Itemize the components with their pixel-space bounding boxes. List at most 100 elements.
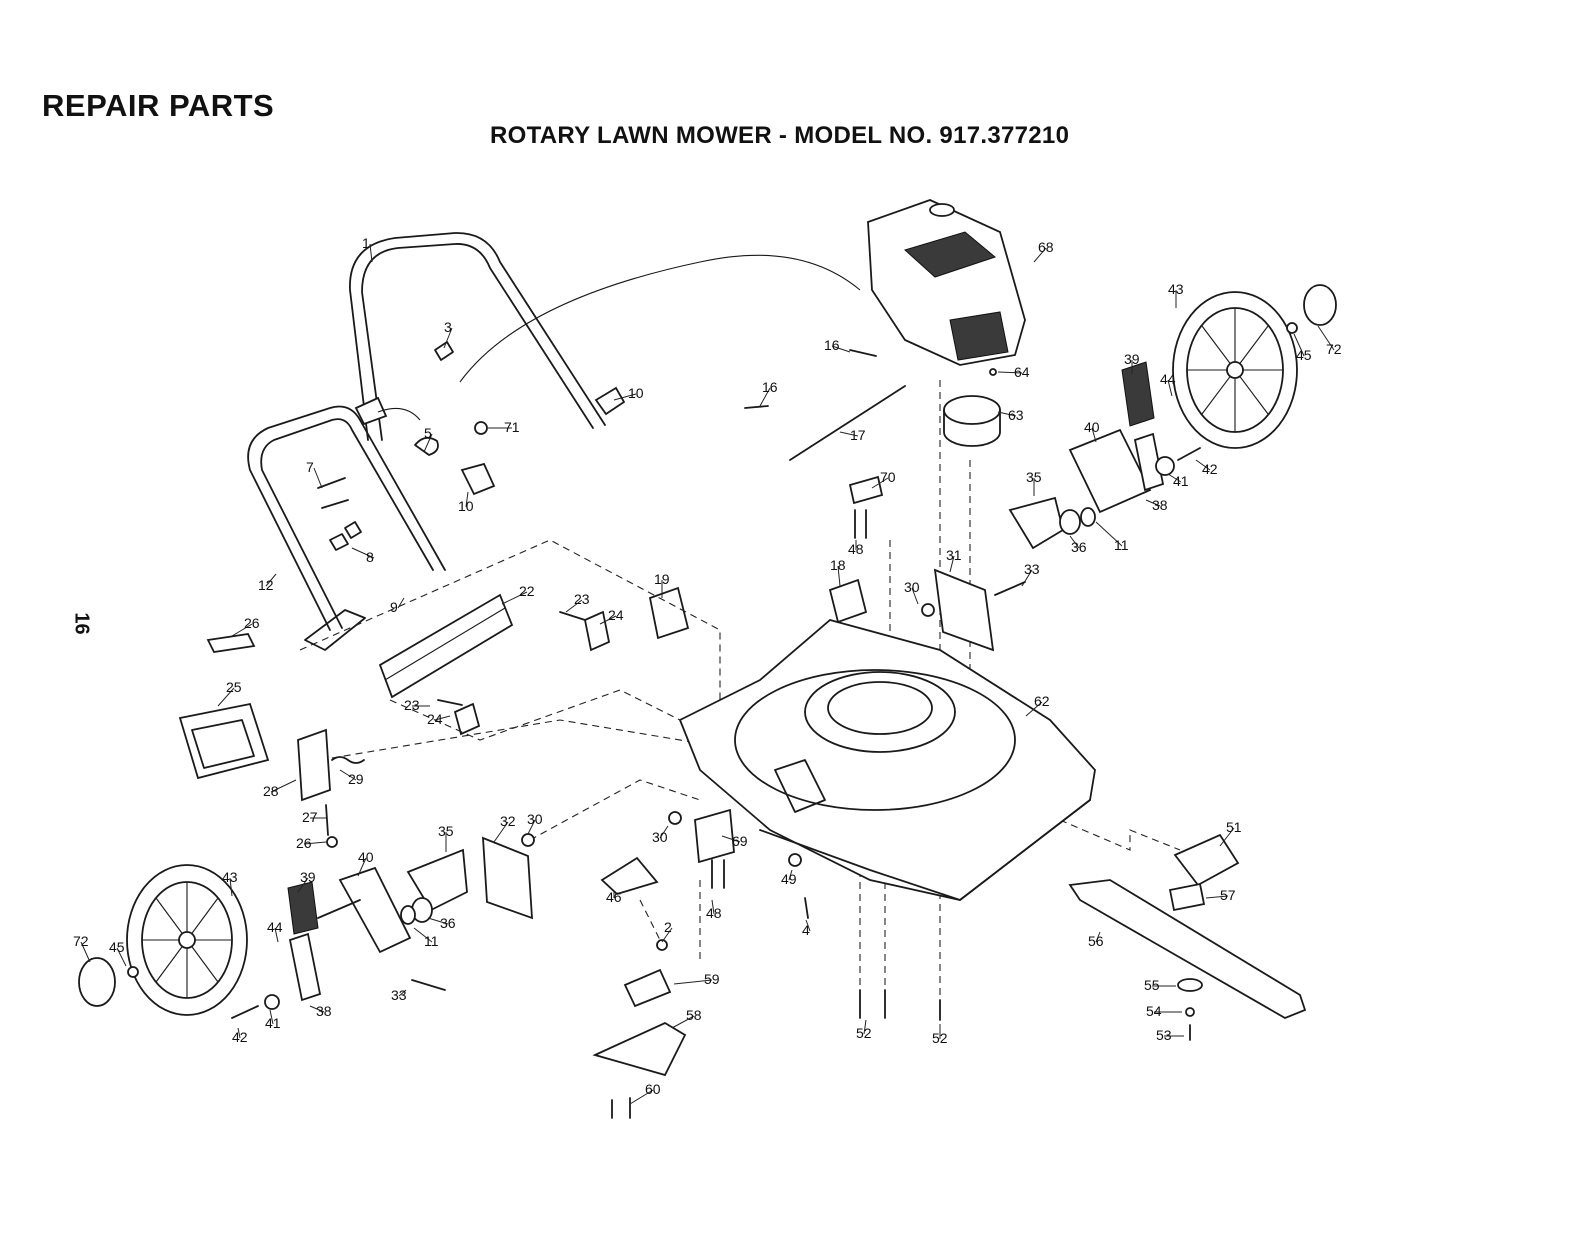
- callout-leader-spring-29: [339, 769, 357, 781]
- callout-leader-deck: [1025, 701, 1043, 717]
- callout-label-label: 26: [244, 615, 260, 631]
- callout-leader-cable-clip: [423, 433, 433, 453]
- adjuster-bracket-right: [1133, 432, 1165, 492]
- height-adjuster-left: [287, 881, 319, 935]
- callout-label-blade-bolt: 53: [1156, 1027, 1172, 1043]
- callout-label-screw-33-right: 33: [1024, 561, 1040, 577]
- engine-screw: [989, 368, 997, 376]
- callout-label-screw-upper: 16: [824, 337, 840, 353]
- adjuster-bracket-left: [288, 932, 322, 1002]
- chute-plug: [600, 856, 659, 896]
- control-cable: [377, 407, 421, 421]
- callout-leader-hubcap-left: [80, 941, 91, 963]
- callout-leader-screw-lower: [759, 387, 771, 407]
- callout-label-rear-wheel: 43: [1168, 281, 1184, 297]
- washer-left: [264, 994, 280, 1010]
- axle-left: [317, 899, 361, 919]
- cable-clip-5: [414, 436, 439, 456]
- engine-cap: [929, 203, 955, 217]
- screw-33-right: [994, 581, 1026, 596]
- callout-label-grass-bag-frame: 25: [226, 679, 242, 695]
- callout-leader-engine-adapter: [997, 411, 1017, 417]
- engine-control-cable: [459, 254, 861, 383]
- callout-leader-adjuster-bracket-left: [309, 1005, 325, 1013]
- axle-plate-left: [482, 836, 533, 920]
- assembly-line-handle: [319, 719, 801, 761]
- callout-leader-engine-screw: [997, 371, 1023, 374]
- callout-label-wheel-nut-left: 45: [109, 939, 125, 955]
- wheel-nut-right: [1286, 322, 1298, 334]
- callout-leader-spring-left: [274, 927, 279, 943]
- callout-label-height-adjuster-left: 39: [300, 869, 316, 885]
- callout-leader-engine: [1033, 247, 1047, 263]
- callout-label-engine-adapter: 63: [1008, 407, 1024, 423]
- callout-leader-handle-mount: [270, 779, 297, 793]
- callout-leader-upper-handle: [369, 243, 373, 263]
- callout-label-handle-knob-lower: 10: [458, 498, 474, 514]
- callout-label-hinge-24-lower: 24: [427, 711, 443, 727]
- height-plate-right: [1068, 428, 1152, 514]
- bracket-69: [694, 808, 735, 864]
- callout-leader-lower-handle: [265, 573, 277, 587]
- callout-leader-handle-bolt: [313, 467, 323, 489]
- callout-leader-wheel-nut-right: [1293, 333, 1305, 357]
- callout-label-bracket: 70: [880, 469, 896, 485]
- callout-leader-washer-right: [1167, 473, 1182, 483]
- washer-11-right: [1080, 507, 1096, 527]
- assembly-line-rear: [299, 539, 721, 700]
- page-title: REPAIR PARTS: [42, 88, 275, 123]
- callout-label-ratchet-left: 35: [438, 823, 454, 839]
- blade-adapter: [1173, 833, 1240, 887]
- lower-handle: [247, 405, 446, 631]
- callout-leader-key: [1205, 895, 1229, 899]
- nut-71: [474, 421, 488, 435]
- pin-4: [804, 897, 809, 919]
- engine-cylinder: [949, 311, 1009, 361]
- hubcap-right: [1303, 284, 1337, 326]
- handle-bolt: [317, 477, 346, 489]
- callout-label-pin-27: 27: [302, 809, 318, 825]
- engine-shroud-grille: [904, 231, 997, 278]
- washer-right: [1155, 456, 1175, 476]
- rear-wheel-left-hub: [178, 931, 196, 949]
- callout-label-wheel-bolt-left: 42: [232, 1029, 248, 1045]
- callout-leader-deck-bolt-left: [863, 1019, 867, 1035]
- callout-label-throttle-rod: 17: [850, 427, 866, 443]
- handle-knob-upper: [594, 386, 626, 416]
- callout-leader-hinge-24-lower: [434, 715, 451, 721]
- callout-leader-spring-right: [1167, 379, 1173, 397]
- throttle-rod: [789, 385, 906, 461]
- callout-label-adjuster-bracket-right: 38: [1152, 497, 1168, 513]
- callout-label-cable-clip: 5: [424, 425, 432, 441]
- callout-label-deflector-bracket: 59: [704, 971, 720, 987]
- hinge-bracket-19: [648, 586, 690, 640]
- screw-33-left: [411, 979, 446, 991]
- callout-label-deflector-screws: 60: [645, 1081, 661, 1097]
- callout-label-nut-49: 49: [781, 871, 797, 887]
- engine-adapter-body: [943, 409, 1001, 447]
- callout-leader-wheel-bolt-left: [237, 1027, 241, 1039]
- cable-clip: [434, 341, 454, 361]
- callout-leader-axle-plate-right: [949, 555, 955, 573]
- callout-leader-nut-30-right: [911, 587, 919, 605]
- callout-leader-handle-bracket: [397, 597, 405, 609]
- callout-leader-wheel-bolt-right: [1195, 459, 1211, 471]
- wheel-bolt-left: [231, 1005, 259, 1019]
- callout-leader-nut-49: [788, 869, 793, 881]
- blade-washer: [1177, 978, 1203, 992]
- callout-label-bolt-23-upper: 23: [574, 591, 590, 607]
- callout-label-wheel-bolt-right: 42: [1202, 461, 1218, 477]
- callout-label-deck: 62: [1034, 693, 1050, 709]
- grass-bag-frame-window: [191, 719, 255, 769]
- hubcap-left: [78, 957, 116, 1007]
- callout-label-adjuster-bracket-left: 38: [316, 1003, 332, 1019]
- key: [1168, 882, 1206, 912]
- callout-label-height-plate-left: 40: [358, 849, 374, 865]
- callout-leader-washer-left: [269, 1009, 274, 1025]
- assembly-line-bolts: [859, 870, 941, 1000]
- callout-label-bolt-upper: 48: [848, 541, 864, 557]
- callout-leader-bushing-right: [1069, 535, 1080, 549]
- callout-label-nut: 71: [504, 419, 520, 435]
- callout-leader-handle-knob: [351, 547, 375, 559]
- upper-handle-inner: [361, 243, 594, 441]
